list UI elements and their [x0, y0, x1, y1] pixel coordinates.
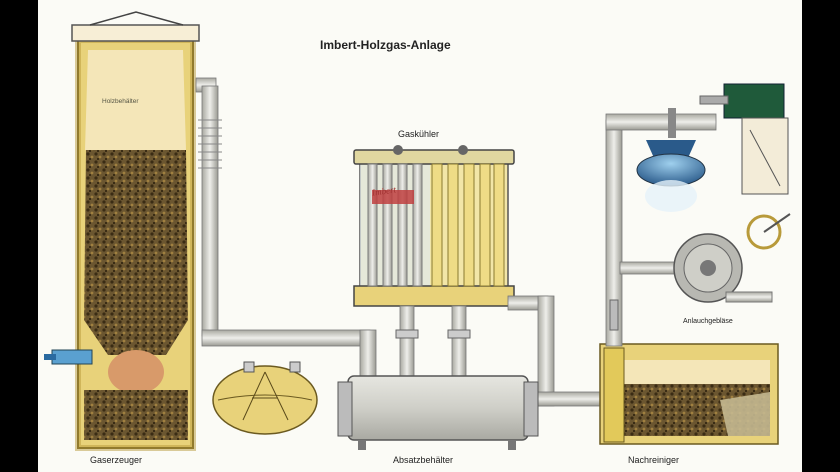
after-cleaner	[599, 343, 779, 445]
diagram-canvas: Imbert-Holzgas-Anlage Holzbehälter Gaskü…	[38, 0, 802, 472]
water-trap	[212, 361, 318, 435]
settling-tank	[337, 375, 539, 450]
gas-pipe-1	[195, 77, 377, 381]
diagram-drawing	[44, 11, 791, 451]
diagram-title: Imbert-Holzgas-Anlage	[320, 38, 451, 52]
hopper-label: Holzbehälter	[102, 98, 139, 105]
blower-label: Anlauchgebläse	[683, 318, 733, 325]
motor-inlet	[699, 83, 791, 250]
gas-generator	[44, 11, 200, 451]
gas-pipe-2	[507, 295, 601, 407]
gas-generator-label: Gaserzeuger	[90, 455, 143, 465]
settling-tank-label: Absatzbehälter	[393, 455, 454, 465]
suction-blower	[673, 233, 773, 303]
gas-cooler	[353, 145, 515, 307]
cooler-drop-pipes	[395, 305, 471, 377]
test-burner	[636, 108, 706, 212]
gas-pipe-3	[605, 113, 717, 347]
after-cleaner-label: Nachreiniger	[628, 455, 680, 465]
gas-cooler-label: Gaskühler	[398, 129, 440, 139]
